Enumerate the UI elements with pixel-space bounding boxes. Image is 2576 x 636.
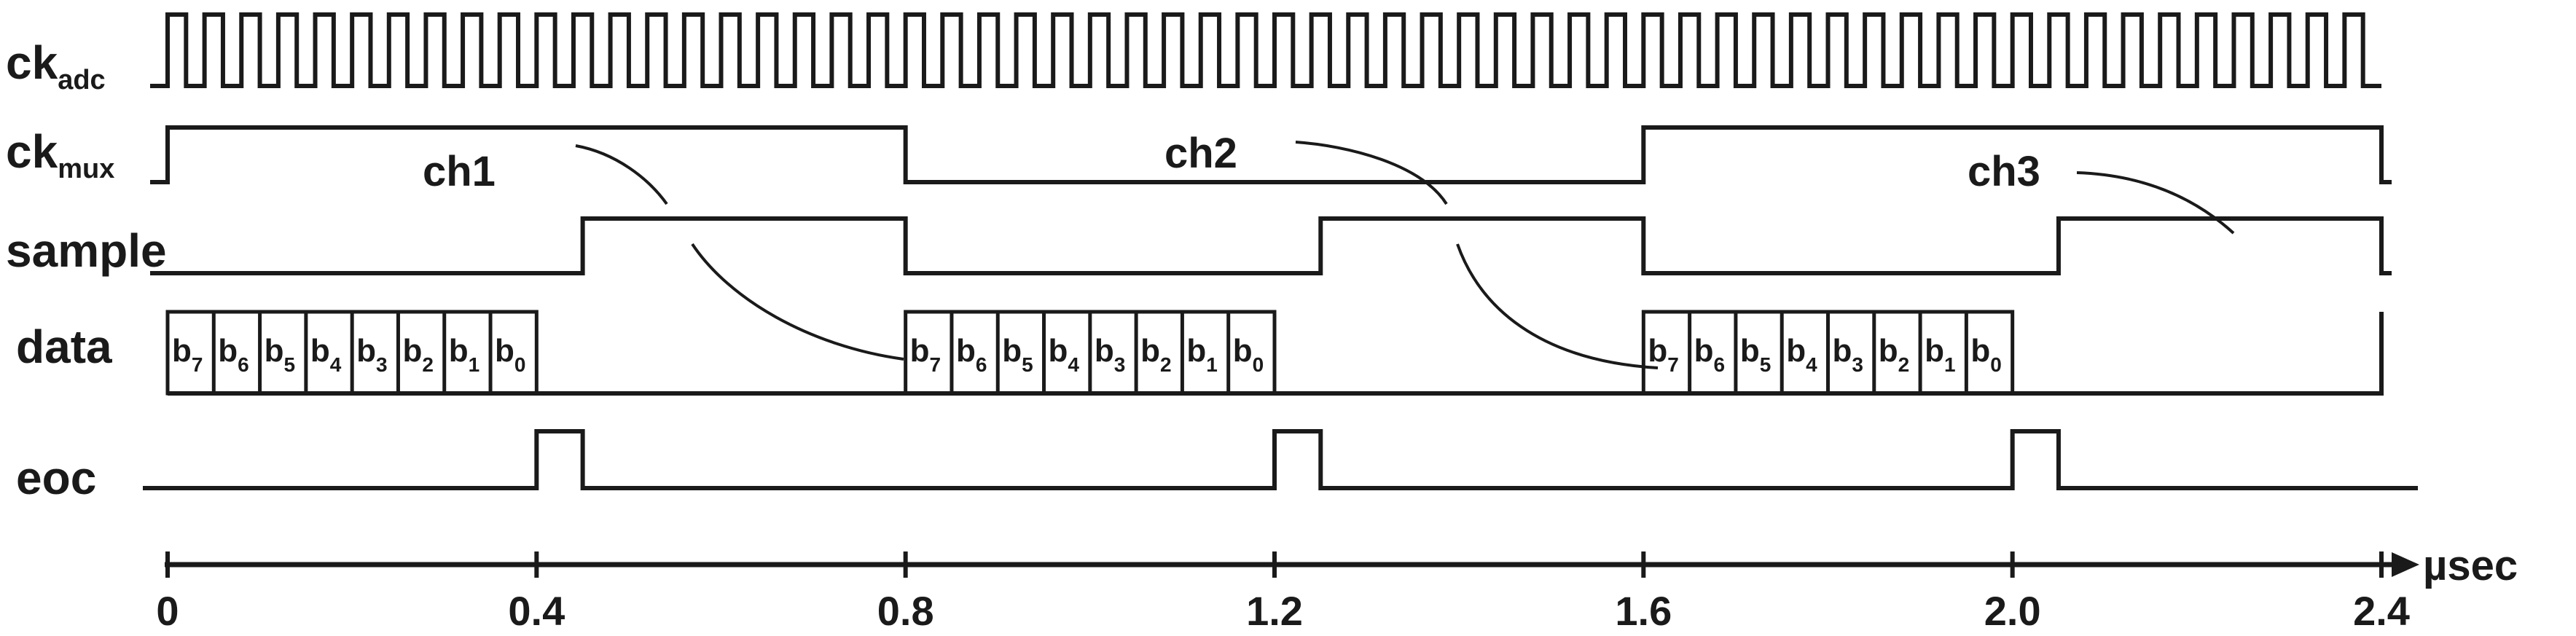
time-axis-arrowhead — [2392, 552, 2419, 577]
time-axis-unit: µsec — [2423, 542, 2518, 589]
data-bit-label: b0 — [495, 333, 525, 376]
data-bit-label: b2 — [1879, 333, 1909, 376]
time-axis-tick-label: 0.4 — [508, 588, 565, 634]
data-bit-label: b1 — [449, 333, 479, 376]
data-bit-label: b7 — [172, 333, 203, 376]
ch3-to-sample-arrow — [2076, 171, 2235, 235]
ckadc-waveform — [150, 12, 2381, 88]
channel-label-ch2: ch2 — [1164, 130, 1237, 177]
data-bit-label: b6 — [1694, 333, 1725, 376]
signal-labels: ckadc ckmux sample data eoc — [6, 36, 167, 504]
data-bit-label: b3 — [356, 333, 387, 376]
data-bit-label: b4 — [310, 333, 342, 376]
ch2-to-sample-arrow — [1295, 141, 1448, 205]
data-bit-label: b2 — [1140, 333, 1171, 376]
time-axis-tick-label: 0.8 — [877, 588, 934, 634]
data-bit-label: b0 — [1233, 333, 1264, 376]
ckmux-waveform — [150, 125, 2392, 184]
data-bit-label: b3 — [1833, 333, 1863, 376]
data-bit-label: b5 — [265, 333, 295, 376]
data-bit-label: b7 — [910, 333, 941, 376]
channel-label-ch1: ch1 — [423, 148, 496, 195]
data-bit-label: b6 — [956, 333, 987, 376]
data-bit-label: b5 — [1002, 333, 1033, 376]
data-bit-label: b6 — [218, 333, 248, 376]
ch1-to-sample-arrow — [575, 144, 668, 205]
label-ckmux: ckmux — [6, 125, 114, 184]
time-axis: 0 0.4 0.8 1.2 1.6 2.0 2.4 µsec — [156, 542, 2518, 634]
time-axis-tick-label: 2.0 — [1984, 588, 2041, 634]
data-bit-label: b1 — [1925, 333, 1955, 376]
channel-label-ch3: ch3 — [1968, 148, 2040, 195]
data-bit-label: b2 — [402, 333, 433, 376]
data-bit-label: b0 — [1970, 333, 2001, 376]
data-bit-label: b4 — [1786, 333, 1817, 376]
time-axis-tick-label: 2.4 — [2353, 588, 2410, 634]
label-eoc: eoc — [16, 452, 96, 504]
data-bit-label: b3 — [1095, 333, 1125, 376]
data-bit-label: b7 — [1648, 333, 1678, 376]
time-axis-tick-label: 1.6 — [1615, 588, 1672, 634]
ch1-sample-to-data-arrow — [691, 243, 904, 361]
label-data: data — [16, 321, 112, 373]
label-sample: sample — [6, 224, 167, 277]
sample-waveform — [150, 216, 2392, 275]
time-axis-ticks: 0 0.4 0.8 1.2 1.6 2.0 2.4 — [156, 551, 2410, 634]
data-bit-label: b1 — [1186, 333, 1217, 376]
data-bit-label: b4 — [1049, 333, 1080, 376]
ch2-sample-to-data-arrow — [1456, 243, 1659, 369]
time-axis-tick-label: 0 — [156, 588, 179, 634]
eoc-waveform — [143, 429, 2418, 490]
label-ckadc: ckadc — [6, 36, 106, 95]
channel-arrows — [575, 141, 2235, 369]
time-axis-tick-label: 1.2 — [1246, 588, 1303, 634]
data-bit-label: b5 — [1740, 333, 1771, 376]
data-bus: b7 b6 b5 b4 b3 b2 b1 b0 b7 b6 b5 b4 b3 b2 b1 b0 b7 b6 b5 b4… — [165, 310, 2384, 396]
